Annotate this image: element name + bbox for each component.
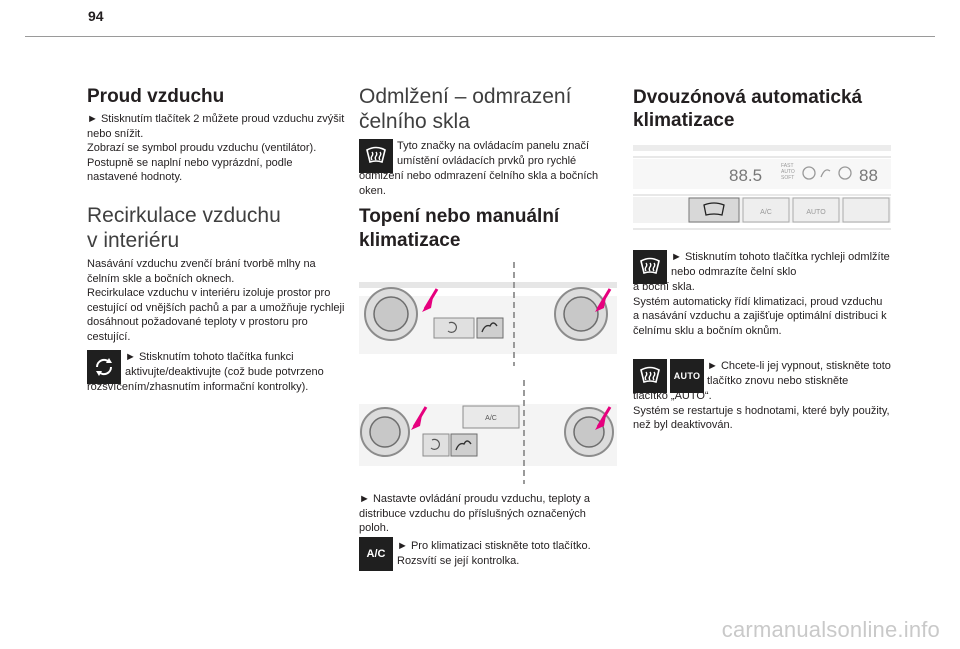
heading-defrost: Odmlžení – odmrazení čelního skla [359,85,572,133]
header-divider [25,36,935,37]
heading-air-flow: Proud vzduchu [87,86,225,107]
ac-icon: A/C [359,537,393,571]
text-ac-button: ► Pro klimatizaci stiskněte toto tlačítk… [397,540,591,567]
panel-auto-button-label: AUTO [806,209,826,216]
windshield-defrost-icon [633,250,667,284]
ac-icon-label: A/C [366,548,386,560]
manual-panel-photo-1 [359,262,617,366]
text-quick-defrost-rest: a boční skla. Systém automaticky řídí kl… [633,281,887,337]
text-auto-off: ► Chcete-li jej vypnout, stiskněte toto … [707,360,891,387]
manual-panel-photo-2: A/C [359,380,617,484]
heading-recirculation: Recirkulace vzduchu v interiéru [87,204,281,252]
text-defrost-markings-rest: odmlžení nebo odmrazení čelního skla a b… [359,170,599,197]
windshield-defrost-icon-2 [633,359,667,393]
text-adjust-controls: ► Nastavte ovládání proudu vzduchu, tepl… [359,493,591,535]
display-left-temp: 88.5 [729,166,762,185]
text-auto-off-rest: tlačítko „AUTO“. Systém se restartuje s … [633,390,890,432]
recirculation-icon [87,350,121,384]
text-quick-defrost: ► Stisknutím tohoto tlačítka rychleji od… [671,251,890,278]
heading-manual-ac: Topení nebo manuální klimatizace [359,206,560,251]
windshield-defrost-icon [359,139,393,173]
text-recirculation-button-rest: rozsvícením/zhasnutím informační kontrol… [87,381,309,393]
text-recirculation-button: ► Stisknutím tohoto tlačítka funkci akti… [125,351,324,378]
page-number: 94 [88,8,104,24]
auto-icon-label: AUTO [673,371,701,381]
panel2-ac-button-label: A/C [485,415,497,422]
heading-dual-zone: Dvouzónová automatická klimatizace [633,87,863,131]
text-air-flow: ► Stisknutím tlačítek 2 můžete proud vzd… [87,113,345,184]
watermark: carmanualsonline.info [721,617,940,642]
text-defrost-markings: Tyto značky na ovládacím panelu značí um… [397,140,589,167]
display-right-temp: 88 [859,166,878,185]
auto-icon: AUTO [670,359,704,393]
text-recirculation: Nasávání vzduchu zvenčí brání tvorbě mlh… [87,258,345,343]
panel-ac-button-label: A/C [760,209,772,216]
